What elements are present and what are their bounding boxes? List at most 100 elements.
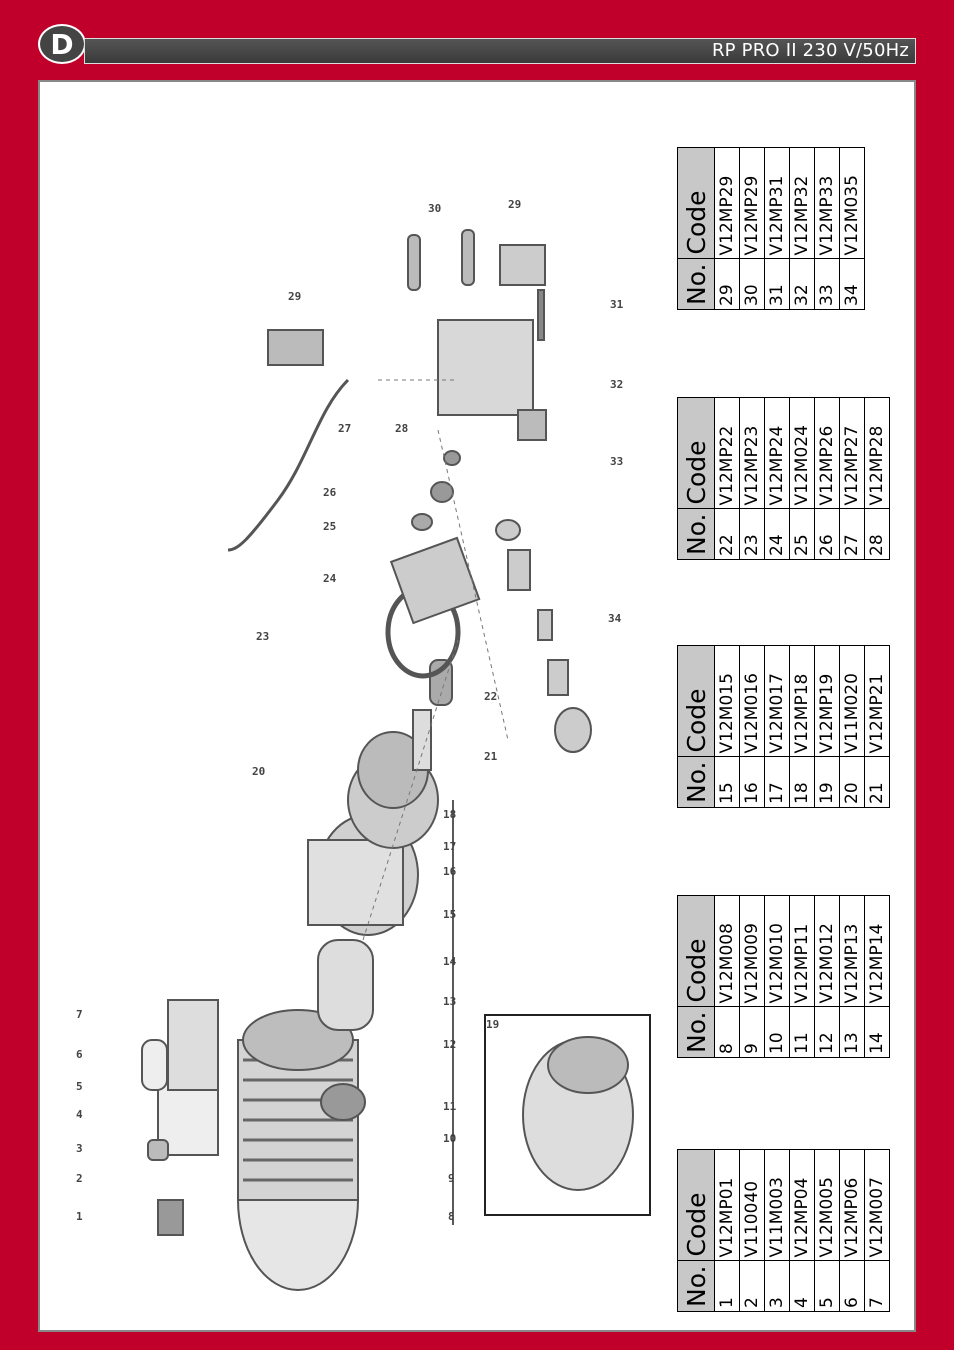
part-code: V12MP33 bbox=[814, 147, 840, 259]
part-number: 13 bbox=[839, 1006, 865, 1058]
callout-27: 27 bbox=[338, 422, 351, 435]
callout-26: 26 bbox=[323, 486, 337, 499]
part-code: V12MP23 bbox=[739, 397, 765, 509]
callout-12: 12 bbox=[443, 1038, 456, 1051]
part-number: 4 bbox=[789, 1260, 815, 1312]
callout-25: 25 bbox=[323, 520, 336, 533]
part-code: V12M016 bbox=[739, 645, 765, 757]
part-number: 24 bbox=[764, 508, 790, 560]
part-code: V12MP28 bbox=[864, 397, 890, 509]
part-code: V12MP31 bbox=[764, 147, 790, 259]
part-number: 33 bbox=[814, 258, 840, 310]
callout-20: 20 bbox=[252, 765, 265, 778]
callout-15: 15 bbox=[443, 908, 456, 921]
part-number: 29 bbox=[714, 258, 740, 310]
callout-17: 17 bbox=[443, 840, 456, 853]
col-header-no: No. bbox=[677, 1260, 715, 1312]
part-number: 17 bbox=[764, 756, 790, 808]
col-header-code: Code bbox=[677, 397, 715, 509]
part-number: 30 bbox=[739, 258, 765, 310]
model-title: RP PRO II 230 V/50Hz bbox=[711, 40, 909, 61]
callout-18: 18 bbox=[443, 808, 456, 821]
part-number: 10 bbox=[764, 1006, 790, 1058]
part-code: V12MP22 bbox=[714, 397, 740, 509]
part-number: 32 bbox=[789, 258, 815, 310]
part-number: 14 bbox=[864, 1006, 890, 1058]
callout-4: 4 bbox=[76, 1108, 83, 1121]
part-code: V12MP06 bbox=[839, 1149, 865, 1261]
callout-8: 8 bbox=[448, 1210, 455, 1223]
part-code: V12MP04 bbox=[789, 1149, 815, 1261]
callout-34: 34 bbox=[608, 612, 622, 625]
shaft-illustration bbox=[317, 939, 374, 1031]
part-code: V110040 bbox=[739, 1149, 765, 1261]
part-code: V12M012 bbox=[814, 895, 840, 1007]
part-number: 28 bbox=[864, 508, 890, 560]
part-code: V12MP13 bbox=[839, 895, 865, 1007]
part-code: V12M035 bbox=[839, 147, 865, 259]
col-header-no: No. bbox=[677, 1006, 715, 1058]
part-code: V12M009 bbox=[739, 895, 765, 1007]
callout-3: 3 bbox=[76, 1142, 83, 1155]
callout-9: 9 bbox=[448, 1172, 455, 1185]
part-code: V12M007 bbox=[864, 1149, 890, 1261]
callout-5: 5 bbox=[76, 1080, 83, 1093]
callout-16: 16 bbox=[443, 865, 457, 878]
part-number: 8 bbox=[714, 1006, 740, 1058]
part-code: V12MP18 bbox=[789, 645, 815, 757]
manifold-illustration bbox=[267, 229, 547, 441]
motor-illustration bbox=[237, 1009, 366, 1291]
callout-10: 10 bbox=[443, 1132, 456, 1145]
callout-numbers: 1 2 3 4 5 6 7 8 9 10 11 12 13 14 15 16 1… bbox=[76, 198, 624, 1223]
part-number: 23 bbox=[739, 508, 765, 560]
switch-box-illustration bbox=[141, 999, 219, 1236]
part-code: V12M005 bbox=[814, 1149, 840, 1261]
col-header-code: Code bbox=[677, 147, 715, 259]
part-number: 31 bbox=[764, 258, 790, 310]
part-code: V11M003 bbox=[764, 1149, 790, 1261]
col-header-code: Code bbox=[677, 895, 715, 1007]
part-code: V12M008 bbox=[714, 895, 740, 1007]
callout-19: 19 bbox=[486, 1018, 499, 1031]
callout-6: 6 bbox=[76, 1048, 83, 1061]
part-number: 25 bbox=[789, 508, 815, 560]
part-number: 18 bbox=[789, 756, 815, 808]
part-code: V12MP26 bbox=[814, 397, 840, 509]
part-number: 12 bbox=[814, 1006, 840, 1058]
part-code: V12M024 bbox=[789, 397, 815, 509]
callout-14: 14 bbox=[443, 955, 457, 968]
exploded-parts-diagram: 1 2 3 4 5 6 7 8 9 10 11 12 13 14 15 16 1… bbox=[76, 198, 651, 1291]
callout-30: 30 bbox=[428, 202, 441, 215]
part-number: 9 bbox=[739, 1006, 765, 1058]
callout-1: 1 bbox=[76, 1210, 83, 1223]
part-code: V12MP19 bbox=[814, 645, 840, 757]
callout-23: 23 bbox=[256, 630, 269, 643]
callout-24: 24 bbox=[323, 572, 337, 585]
part-number: 2 bbox=[739, 1260, 765, 1312]
hose-illustration bbox=[227, 378, 350, 552]
part-code: V12M015 bbox=[714, 645, 740, 757]
callout-28: 28 bbox=[395, 422, 408, 435]
callout-21: 21 bbox=[484, 750, 498, 763]
callout-31: 31 bbox=[610, 298, 624, 311]
col-header-code: Code bbox=[677, 645, 715, 757]
